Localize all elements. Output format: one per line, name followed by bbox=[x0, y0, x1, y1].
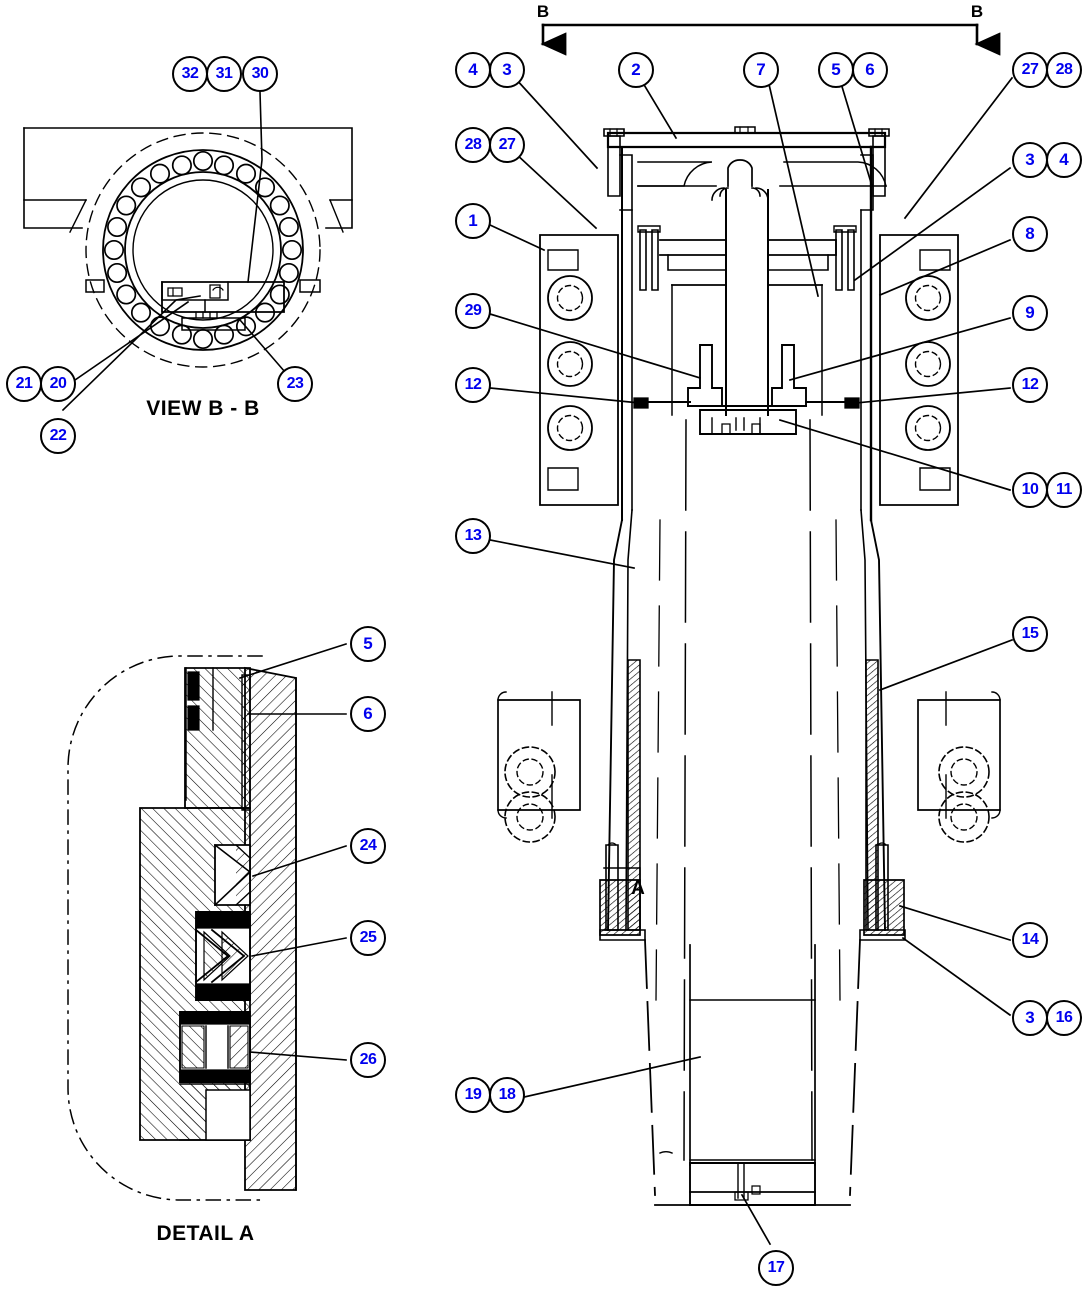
callout-detail-5[interactable]: 5 bbox=[350, 626, 386, 662]
callout-22[interactable]: 22 bbox=[40, 418, 76, 454]
callout-main-27a[interactable]: 27 bbox=[1012, 52, 1048, 88]
callout-main-18[interactable]: 18 bbox=[489, 1077, 525, 1113]
callout-main-28b[interactable]: 28 bbox=[455, 127, 491, 163]
callout-main-8[interactable]: 8 bbox=[1012, 216, 1048, 252]
detail-a-part-26 bbox=[179, 1011, 251, 1083]
callout-main-14[interactable]: 14 bbox=[1012, 922, 1048, 958]
detail-marker-a: A bbox=[631, 878, 645, 899]
bottom-end-cap bbox=[654, 1150, 851, 1206]
callout-32[interactable]: 32 bbox=[172, 56, 208, 92]
section-label-b-right: B bbox=[970, 2, 984, 21]
view-bb-title: VIEW B - B bbox=[146, 397, 260, 420]
section-line-bb bbox=[540, 23, 1001, 56]
detail-a-part-25 bbox=[194, 911, 251, 1001]
bolt-circle bbox=[103, 150, 303, 350]
callout-detail-24[interactable]: 24 bbox=[350, 828, 386, 864]
callout-main-29[interactable]: 29 bbox=[455, 293, 491, 329]
callout-main-4a[interactable]: 4 bbox=[455, 52, 491, 88]
detail-a-leaders bbox=[238, 642, 348, 1061]
callout-23[interactable]: 23 bbox=[277, 366, 313, 402]
callout-main-27b[interactable]: 27 bbox=[489, 127, 525, 163]
callout-main-1[interactable]: 1 bbox=[455, 203, 491, 239]
callout-30[interactable]: 30 bbox=[242, 56, 278, 92]
callout-main-6[interactable]: 6 bbox=[852, 52, 888, 88]
section-label-b-left: B bbox=[536, 2, 550, 21]
callout-main-17[interactable]: 17 bbox=[758, 1250, 794, 1286]
callout-main-10[interactable]: 10 bbox=[1012, 472, 1048, 508]
callout-main-28a[interactable]: 28 bbox=[1046, 52, 1082, 88]
callout-main-3a[interactable]: 3 bbox=[489, 52, 525, 88]
tie-bolt-right bbox=[860, 128, 890, 211]
callout-main-7[interactable]: 7 bbox=[743, 52, 779, 88]
callout-main-15[interactable]: 15 bbox=[1012, 616, 1048, 652]
callout-detail-26[interactable]: 26 bbox=[350, 1042, 386, 1078]
callout-main-4b[interactable]: 4 bbox=[1046, 142, 1082, 178]
gland-left bbox=[599, 842, 646, 941]
upper-mount-left bbox=[539, 234, 619, 506]
lower-mount-right bbox=[917, 691, 1001, 843]
main-assembly-geometry bbox=[497, 126, 1001, 1206]
detail-a-title: DETAIL A bbox=[156, 1222, 255, 1245]
main-leaders bbox=[488, 76, 1014, 1246]
lower-mount-left bbox=[497, 691, 581, 843]
callout-main-12r[interactable]: 12 bbox=[1012, 367, 1048, 403]
upper-mount-right bbox=[879, 234, 959, 506]
callout-main-13[interactable]: 13 bbox=[455, 518, 491, 554]
callout-detail-6[interactable]: 6 bbox=[350, 696, 386, 732]
callout-main-5[interactable]: 5 bbox=[818, 52, 854, 88]
callout-21[interactable]: 21 bbox=[6, 366, 42, 402]
callout-main-19[interactable]: 19 bbox=[455, 1077, 491, 1113]
gland-right bbox=[859, 842, 906, 941]
callout-main-3c[interactable]: 3 bbox=[1012, 1000, 1048, 1036]
callout-detail-25[interactable]: 25 bbox=[350, 920, 386, 956]
detail-a-geometry bbox=[67, 655, 297, 1201]
callout-31[interactable]: 31 bbox=[206, 56, 242, 92]
detail-a-part-24 bbox=[213, 843, 252, 907]
callout-main-2[interactable]: 2 bbox=[618, 52, 654, 88]
callout-main-3b[interactable]: 3 bbox=[1012, 142, 1048, 178]
piston-flange-right bbox=[771, 344, 807, 407]
callout-main-12l[interactable]: 12 bbox=[455, 367, 491, 403]
tie-bolt-left bbox=[603, 128, 633, 211]
callout-20[interactable]: 20 bbox=[40, 366, 76, 402]
detail-a-part-5 bbox=[187, 671, 200, 731]
view-bb-leaders bbox=[61, 91, 287, 412]
callout-main-16[interactable]: 16 bbox=[1046, 1000, 1082, 1036]
callout-main-9[interactable]: 9 bbox=[1012, 295, 1048, 331]
center-bushing bbox=[699, 409, 797, 435]
view-bb-geometry bbox=[23, 127, 353, 368]
callout-main-11[interactable]: 11 bbox=[1046, 472, 1082, 508]
